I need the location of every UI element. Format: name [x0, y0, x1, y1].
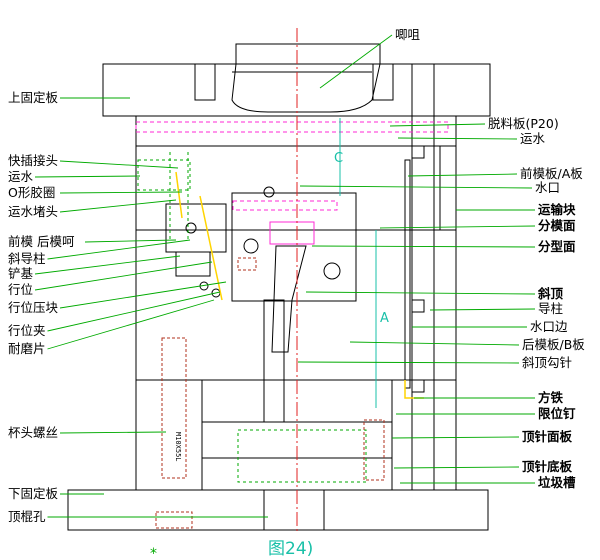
slide-insert	[269, 221, 315, 245]
left-label: 行位	[8, 282, 33, 297]
right-label: 导柱	[538, 301, 563, 316]
left-label: 快插接头	[8, 153, 58, 168]
right-label: 运输块	[538, 202, 576, 217]
asterisk-mark: *	[150, 546, 157, 560]
right-label: 方铁	[538, 390, 564, 405]
leader-line	[397, 137, 518, 140]
right-label: 顶针底板	[522, 459, 573, 474]
ejector-rod-hole	[263, 489, 325, 531]
lifter	[271, 245, 307, 353]
spacer-block-right	[391, 379, 457, 491]
sprue-bushing	[231, 43, 381, 113]
right-label: 唧咀	[395, 27, 421, 42]
right-labels: 唧咀脱料板(P20)运水前模板/A板水口运输块分模面分型面斜顶导柱水口边后模板/…	[395, 27, 585, 490]
socket-head-bolt	[161, 337, 187, 479]
left-label: 上固定板	[8, 90, 59, 105]
bottom-clamp-plate	[67, 489, 489, 531]
hidden-lines	[137, 152, 367, 483]
core-insert	[231, 192, 357, 302]
leader-line	[47, 291, 221, 332]
right-label: 顶针面板	[522, 429, 573, 444]
left-label: 铲基	[8, 266, 34, 281]
right-label: 斜顶	[537, 286, 564, 301]
b-plate	[135, 229, 457, 381]
left-label: 前模 后模呵	[8, 234, 75, 249]
leader-line	[391, 436, 520, 439]
right-label: 分模面	[538, 218, 576, 233]
leader-line	[59, 281, 227, 309]
leader-line	[429, 308, 536, 311]
leader-line	[311, 245, 536, 248]
right-label: 分型面	[538, 239, 576, 254]
leader-line	[34, 175, 141, 178]
right-label: 斜顶勾针	[522, 355, 572, 370]
leader-line	[389, 123, 486, 127]
leader-line	[47, 239, 191, 260]
leader-line	[305, 291, 536, 295]
guide-pillar-right	[411, 63, 435, 491]
right-label: 运水	[520, 131, 546, 146]
leader-line	[393, 466, 520, 469]
right-label: 前模板/A板	[520, 166, 583, 181]
leader-line	[59, 160, 179, 169]
leader-line	[297, 361, 520, 364]
left-label: 下固定板	[8, 486, 59, 501]
bolt-size-text: M10X55L	[174, 432, 182, 462]
dimension-c: C	[334, 151, 343, 166]
leader-line	[59, 191, 183, 194]
left-label: 杯头螺丝	[8, 425, 58, 440]
leader-line	[59, 431, 167, 434]
left-label: 行位夹	[8, 323, 46, 338]
leader-line	[299, 185, 533, 189]
leader-line	[379, 225, 536, 229]
a-plate	[135, 145, 457, 231]
water-lines	[135, 121, 449, 245]
leader-line	[349, 341, 520, 346]
leader-lines	[34, 34, 536, 518]
leader-line	[319, 34, 393, 89]
left-label: O形胶圈	[8, 185, 55, 200]
left-label: 耐磨片	[8, 341, 46, 356]
leader-line	[407, 173, 518, 177]
leader-line	[59, 199, 177, 213]
mold-body	[67, 43, 491, 531]
stripper-plate	[135, 115, 457, 147]
dimension-lines	[339, 118, 377, 408]
right-label: 后模板/B板	[522, 337, 585, 352]
right-label: 水口	[535, 180, 560, 195]
leader-line	[34, 255, 181, 275]
right-label: 脱料板(P20)	[488, 116, 559, 131]
leader-line	[47, 299, 215, 350]
slide-parts	[175, 171, 424, 399]
top-screw-left	[194, 63, 216, 101]
right-label: 水口边	[530, 319, 568, 334]
left-label: 运水	[8, 169, 34, 184]
left-label: 顶棍孔	[8, 509, 46, 524]
leader-line	[34, 261, 213, 291]
bolts	[155, 257, 385, 529]
right-label: 垃圾槽	[538, 475, 576, 490]
left-label: 行位压块	[8, 300, 59, 315]
dimension-a: A	[380, 311, 389, 326]
right-label: 限位钉	[538, 406, 576, 421]
left-label: 斜导柱	[8, 251, 46, 266]
spacer-block-left	[135, 379, 203, 491]
guide-hole	[323, 262, 341, 280]
top-screw-right	[372, 63, 394, 101]
leader-line	[84, 239, 177, 243]
left-label: 运水堵头	[8, 204, 58, 219]
figure-caption: 图24)	[268, 539, 313, 559]
